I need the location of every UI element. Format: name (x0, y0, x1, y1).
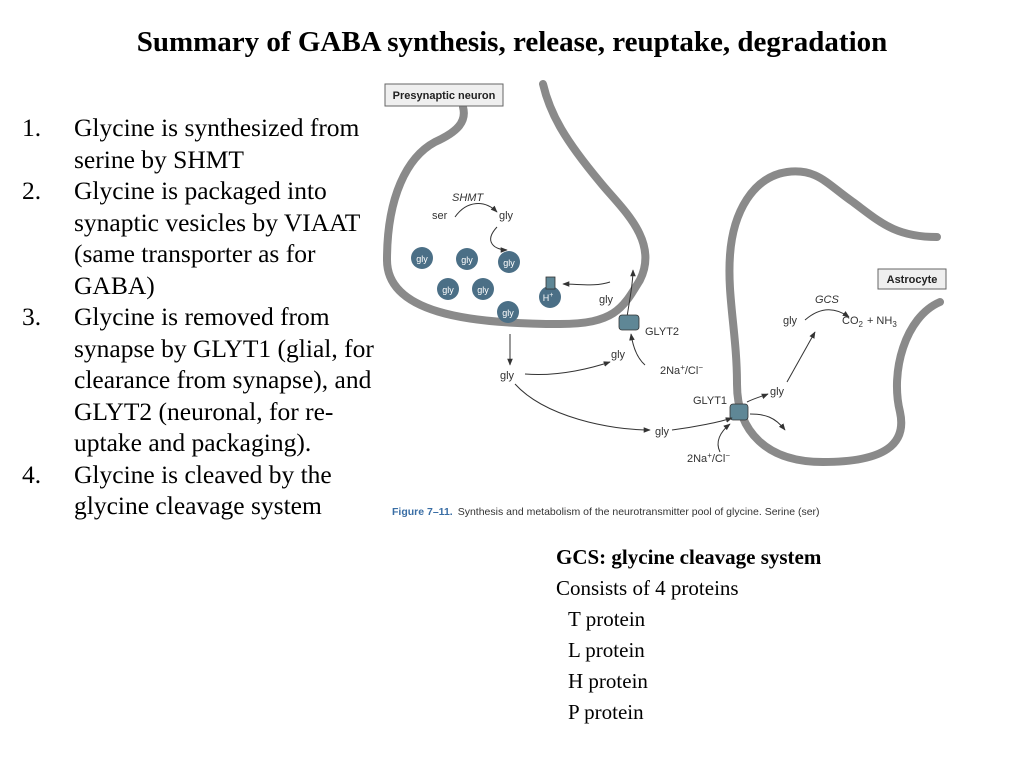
gly-to-gcs-arrow (786, 331, 816, 383)
na-cl-label: 2Na+/Cl− (687, 451, 730, 465)
vesicle-group: gly gly gly gly gly gly H+ (411, 247, 561, 323)
gly-cleft-label: gly (500, 370, 515, 382)
gcs-protein-item: P protein (568, 700, 644, 724)
glyt1-transporter (729, 403, 749, 421)
step-item: 3. Glycine is removed from synapse by GL… (22, 301, 397, 459)
step-item: 4. Glycine is cleaved by the glycine cle… (22, 459, 397, 522)
step-text: Glycine is packaged into synaptic vesicl… (74, 176, 360, 300)
cleft-to-glyt2-arrow (524, 361, 611, 376)
gly-substrate-label: gly (783, 315, 798, 327)
viaat-transporter (545, 276, 556, 290)
vesicle (411, 247, 433, 269)
gcs-reaction-arrow (804, 309, 850, 321)
astrocyte-label-box (877, 268, 947, 290)
presynaptic-membrane (383, 80, 650, 329)
gcs-enzyme-label: GCS (815, 294, 840, 306)
gly-label: gly (499, 210, 514, 222)
step-item: 1. Glycine is synthesized from serine by… (22, 112, 397, 175)
shmt-arrow (454, 203, 498, 218)
gly-to-vesicle-arrow (490, 226, 508, 253)
gly-label: gly (611, 349, 626, 361)
vesicle-gly: gly (477, 285, 489, 295)
glyt1-label: GLYT1 (693, 395, 727, 407)
presynaptic-label: Presynaptic neuron (393, 90, 496, 102)
gly-label: gly (599, 294, 614, 306)
gcs-heading: GCS: glycine cleavage system (556, 545, 822, 569)
na-cl-label: 2Na+/Cl− (660, 363, 703, 377)
gly-into-glyt1-arrow (671, 417, 733, 431)
vesicle (456, 248, 478, 270)
slide-title: Summary of GABA synthesis, release, reup… (136, 26, 888, 58)
steps-list: 1. Glycine is synthesized from serine by… (22, 112, 397, 522)
gcs-products-label: CO2+ NH3 (842, 315, 897, 329)
gly-label: gly (655, 426, 670, 438)
glyt2-transporter (618, 314, 640, 331)
step-number: 4. (22, 459, 42, 489)
glycine-synapse-figure: Presynaptic neuron Astrocyte SHMT ser gl… (375, 62, 965, 527)
glyt1-uptake-arrow (746, 393, 769, 403)
vesicle (472, 278, 494, 300)
step-number: 2. (22, 176, 42, 205)
presynaptic-label-box (384, 83, 504, 107)
h-plus-label: H+ (543, 292, 554, 303)
gly-astrocyte-label: gly (770, 386, 785, 398)
gly-into-vesicle-arrow (562, 281, 611, 287)
astrocyte-label: Astrocyte (887, 274, 938, 286)
glyt2-uptake-arrow (626, 269, 636, 318)
cleft-to-glyt1-arrow (514, 383, 651, 433)
vesicle-gly: gly (442, 285, 454, 295)
glyt2-label: GLYT2 (645, 326, 679, 338)
vesicle (497, 301, 519, 323)
vesicle (539, 286, 561, 308)
na-cl-cotransport-arrow (629, 333, 646, 366)
synapse-diagram: Presynaptic neuron Astrocyte SHMT ser gl… (383, 80, 947, 518)
gcs-protein-item: T protein (568, 607, 646, 631)
gcs-subheading: Consists of 4 proteins (556, 576, 739, 600)
vesicle-gly: gly (416, 254, 428, 264)
vesicle (498, 251, 520, 273)
step-text: Glycine is synthesized from serine by SH… (74, 113, 360, 174)
figure-caption: Figure 7–11.Synthesis and metabolism of … (392, 506, 820, 518)
astrocyte-membrane (725, 167, 944, 467)
shmt-label: SHMT (452, 192, 484, 204)
vesicle-gly: gly (461, 255, 473, 265)
step-item: 2. Glycine is packaged into synaptic ves… (22, 175, 397, 301)
ser-label: ser (432, 210, 448, 222)
step-number: 1. (22, 113, 42, 142)
gcs-info-box: GCS: glycine cleavage system Consists of… (556, 542, 821, 728)
gcs-protein-item: H protein (568, 669, 648, 693)
na-cl-flow-arrow (749, 413, 786, 431)
vesicle-gly: gly (502, 308, 514, 318)
na-cl-cotransport-arrow (717, 423, 731, 453)
vesicle (437, 278, 459, 300)
vesicle-gly: gly (503, 258, 515, 268)
gcs-protein-item: L protein (568, 638, 645, 662)
presynaptic-membrane (383, 103, 468, 264)
step-text: Glycine is cleaved by the glycine cleava… (74, 459, 332, 521)
step-text: Glycine is removed from synapse by GLYT1… (74, 302, 374, 457)
step-number: 3. (22, 302, 42, 331)
